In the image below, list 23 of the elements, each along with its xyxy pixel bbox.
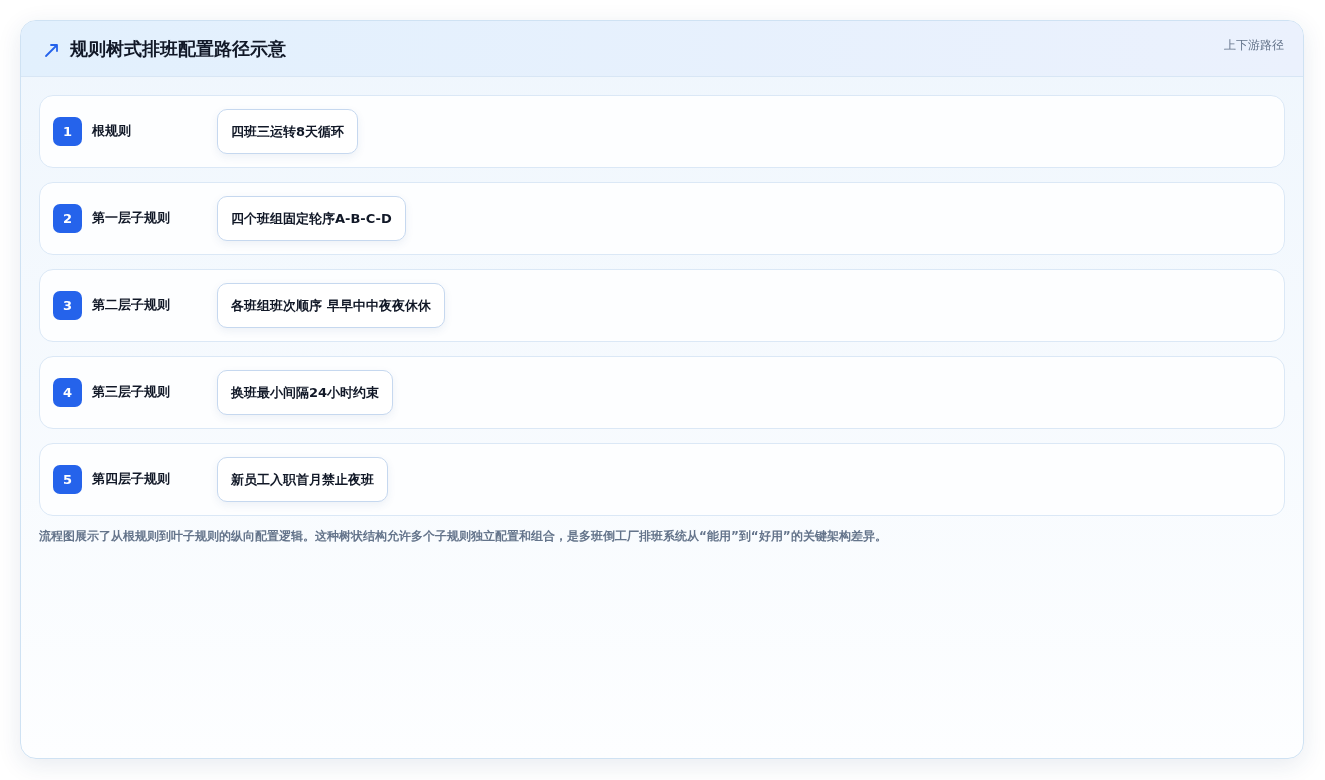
rule-row: [39, 356, 1285, 429]
caption-text: 流程图展示了从根规则到叶子规则的纵向配置逻辑。这种树状结构允许多个子规则独立配置和组合，是多班倒工厂排班系统从“能用”到“好用”的关键架构差异。: [39, 528, 887, 545]
rule-row: [39, 182, 1285, 255]
rule-level-label: 第四层子规则: [92, 470, 170, 488]
rule-row: [39, 269, 1285, 342]
rule-tag: 新员工入职首月禁止夜班: [217, 457, 388, 502]
header-label: 上下游路径: [1224, 37, 1284, 54]
step-number-badge: 4: [53, 378, 82, 407]
step-number-badge: 2: [53, 204, 82, 233]
rule-level-label: 第二层子规则: [92, 296, 170, 314]
rule-row: [39, 95, 1285, 168]
rule-tag: 四班三运转8天循环: [217, 109, 359, 154]
step-number-badge: 1: [53, 117, 82, 146]
rule-level-label: 根规则: [92, 122, 131, 140]
rule-row: [39, 443, 1285, 516]
step-number-badge: 5: [53, 465, 82, 494]
rule-level-label: 第一层子规则: [92, 209, 170, 227]
card-title: 规则树式排班配置路径示意: [70, 37, 286, 61]
rule-tag: 各班组班次顺序 早早中中夜夜休休: [217, 283, 445, 328]
rule-tag: 换班最小间隔24小时约束: [217, 370, 394, 415]
step-number-badge: 3: [53, 291, 82, 320]
rule-level-label: 第三层子规则: [92, 383, 170, 401]
rule-tag: 四个班组固定轮序A-B-C-D: [217, 196, 406, 241]
